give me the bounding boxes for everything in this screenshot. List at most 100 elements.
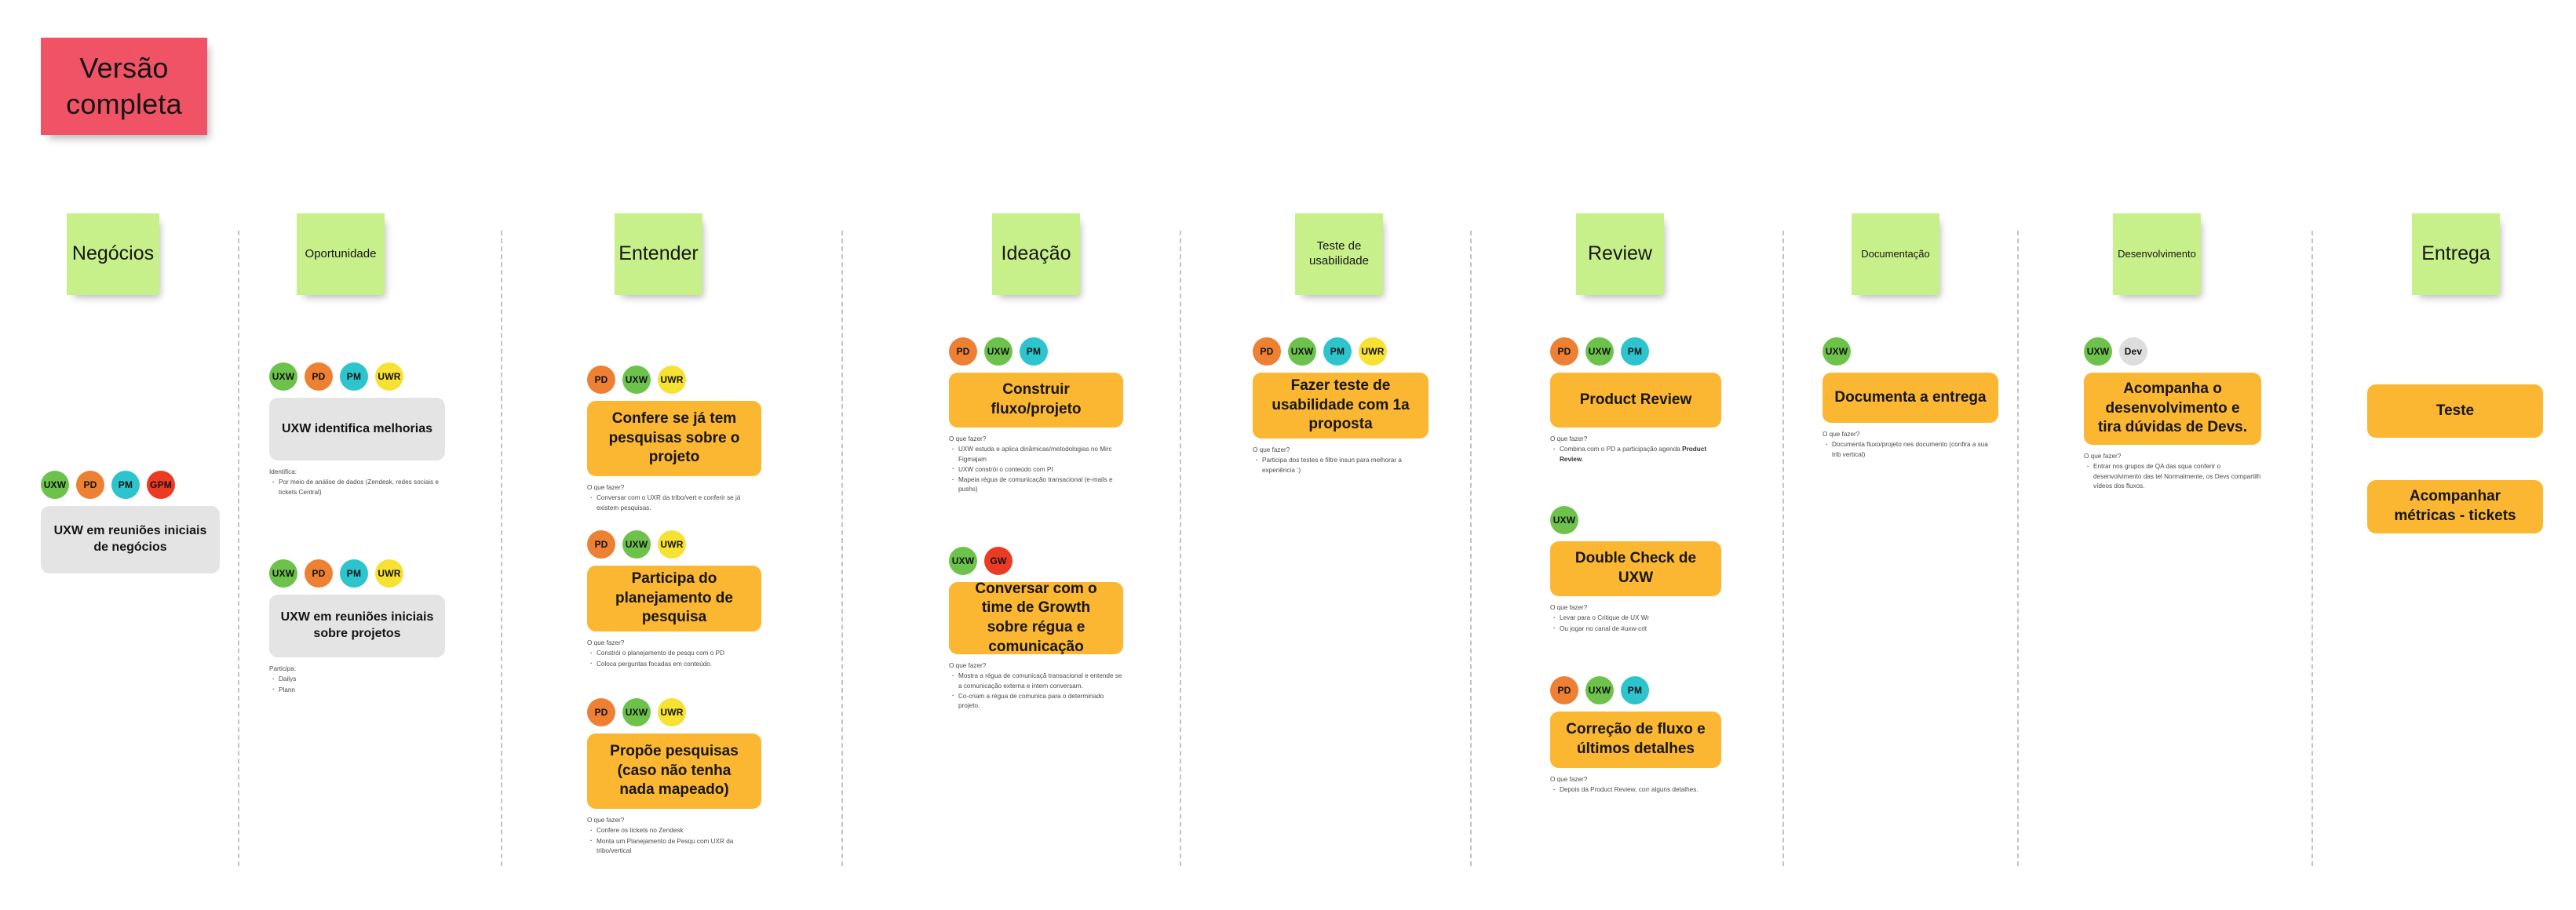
task-notes-item: Documenta fluxo/projeto nes documento (c… [1826,440,1998,460]
task-card[interactable]: Acompanha o desenvolvimento e tira dúvid… [2084,373,2261,445]
role-tag-uwr[interactable]: UWR [375,559,403,588]
role-tag-pm[interactable]: PM [111,471,140,499]
column-header-note-oportunidade[interactable]: Oportunidade [297,213,385,295]
role-tag-pm[interactable]: PM [1020,337,1048,366]
task-notes-list: Depois da Product Review, corr alguns de… [1550,785,1721,795]
role-tag-pd[interactable]: PD [587,530,615,559]
role-tag-uxw[interactable]: UXW [1585,676,1614,704]
role-tag-uwr[interactable]: UWR [1359,337,1387,366]
role-tag-pm[interactable]: PM [1323,337,1352,366]
column-header-note-teste-de-usabilidade[interactable]: Teste de usabilidade [1295,213,1383,295]
role-tag-uxw[interactable]: UXW [1288,337,1316,366]
task-notes-item: Por meio de análise de dados (Zendesk, r… [272,478,445,497]
role-tag-pm[interactable]: PM [1621,337,1649,366]
task-notes-title: O que fazer? [949,662,987,669]
task-notes-list: UXW estuda e aplica dinâmicas/metodologi… [949,445,1123,494]
role-tag-pm[interactable]: PM [1621,676,1649,704]
role-tag-uxw[interactable]: UXW [269,559,297,588]
task-card[interactable]: Confere se já tem pesquisas sobre o proj… [587,401,761,476]
task-card[interactable]: Product Review [1550,373,1721,428]
role-tag-dev[interactable]: Dev [2119,337,2147,366]
task-card[interactable]: Acompanhar métricas - tickets [2367,480,2543,533]
role-tag-gw[interactable]: GW [984,547,1013,575]
task-card[interactable]: Teste [2367,384,2543,438]
column-header-note-negocios[interactable]: Negócios [67,213,159,295]
task-card[interactable]: Construir fluxo/projeto [949,373,1123,428]
role-tag-uxw[interactable]: UXW [622,698,651,726]
board-title-note[interactable]: Versão completa [41,38,207,135]
task-notes: Participa:DailysPlann [269,664,445,696]
role-tag-uxw[interactable]: UXW [949,547,977,575]
role-tag-uxw[interactable]: UXW [984,337,1013,366]
column-header-note-entrega[interactable]: Entrega [2412,213,2500,295]
role-tag-uxw[interactable]: UXW [1550,506,1578,534]
task-notes: O que fazer? Depois da Product Review, co… [1550,775,1721,796]
column-header-note-documentacao[interactable]: Documentação [1852,213,1939,295]
task-notes-item: UXW constrói o conteúdo com PI [952,464,1123,475]
role-tag-pd[interactable]: PD [305,362,333,391]
task-notes-list: Mostra a régua de comunicaçã transaciona… [949,672,1123,711]
task-notes: O que fazer?Conversar com o UXR da tribo… [587,483,761,514]
role-tag-uxw[interactable]: UXW [1585,337,1614,366]
role-tag-uxw[interactable]: UXW [622,530,651,559]
task-card[interactable]: UXW em reuniões iniciais sobre projetos [269,595,445,657]
task-block-documentacao-1: UXW Documenta a entrega O que fazer?Docume… [1823,337,1998,460]
role-tag-uxw[interactable]: UXW [269,362,297,391]
task-notes: O que fazer?Documenta fluxo/projeto nes … [1823,430,1998,460]
task-block-entrega-1: Teste [2367,384,2543,438]
task-card[interactable]: Correção de fluxo e últimos detalhes [1550,712,1721,768]
role-tag-pd[interactable]: PD [587,366,615,394]
task-notes-list: Combina com o PD a participação agenda P… [1550,445,1721,464]
task-card[interactable]: Documenta a entrega [1823,373,1998,423]
column-header-note-entender[interactable]: Entender [615,213,702,295]
role-tag-pd[interactable]: PD [76,471,104,499]
task-notes: O que fazer? Mostra a régua de comunicaçã… [949,661,1123,712]
task-card[interactable]: Participa do planejamento de pesquisa [587,566,761,632]
task-card[interactable]: UXW em reuniões iniciais de negócios [41,506,220,573]
role-tag-uxw[interactable]: UXW [41,471,69,499]
column-divider-7 [2017,231,2019,866]
task-notes-title: Participa: [269,665,297,672]
task-card[interactable]: Double Check de UXW [1550,541,1721,596]
task-card[interactable]: UXW identifica melhorias [269,398,445,460]
role-tag-pd[interactable]: PD [587,698,615,726]
role-tag-uwr[interactable]: UWR [658,366,686,394]
role-tag-uxw[interactable]: UXW [1823,337,1851,366]
column-header-note-ideacao[interactable]: Ideação [992,213,1080,295]
role-tag-uwr[interactable]: UWR [658,530,686,559]
column-divider-4 [1180,231,1181,866]
task-notes-item: UXW estuda e aplica dinâmicas/metodologi… [952,445,1123,464]
role-tag-pd[interactable]: PD [305,559,333,588]
task-card[interactable]: Fazer teste de usabilidade com 1a propos… [1253,373,1428,439]
task-notes-item: Participa dos testes e filtre insun para… [1256,456,1428,475]
role-tag-pd[interactable]: PD [1550,337,1578,366]
role-tag-gpm[interactable]: GPM [147,471,175,499]
task-notes-title: O que fazer? [1550,776,1588,783]
task-notes-item: Monta um Planejamento de Pesqu com UXR d… [590,836,761,857]
role-tag-uwr[interactable]: UWR [658,698,686,726]
role-tag-uwr[interactable]: UWR [375,362,403,391]
role-tag-pm[interactable]: PM [340,362,368,391]
task-card[interactable]: Propõe pesquisas (caso não tenha nada ma… [587,733,761,809]
task-notes-item: Dailys [272,675,445,685]
role-tag-pd[interactable]: PD [1550,676,1578,704]
role-tag-pd[interactable]: PD [949,337,977,366]
role-tag-uxw[interactable]: UXW [622,366,651,394]
task-notes: O que fazer?Confere os tickets no Zendes… [587,816,761,857]
role-tag-uxw[interactable]: UXW [2084,337,2112,366]
task-notes: O que fazer?Levar para o Critique de UX … [1550,603,1721,635]
column-header-note-desenvolvimento[interactable]: Desenvolvimento [2113,213,2201,295]
task-card[interactable]: Conversar com o time de Growth sobre rég… [949,581,1123,655]
column-header-note-review[interactable]: Review [1576,213,1664,295]
role-tag-pm[interactable]: PM [340,559,368,588]
role-tag-pd[interactable]: PD [1253,337,1281,366]
